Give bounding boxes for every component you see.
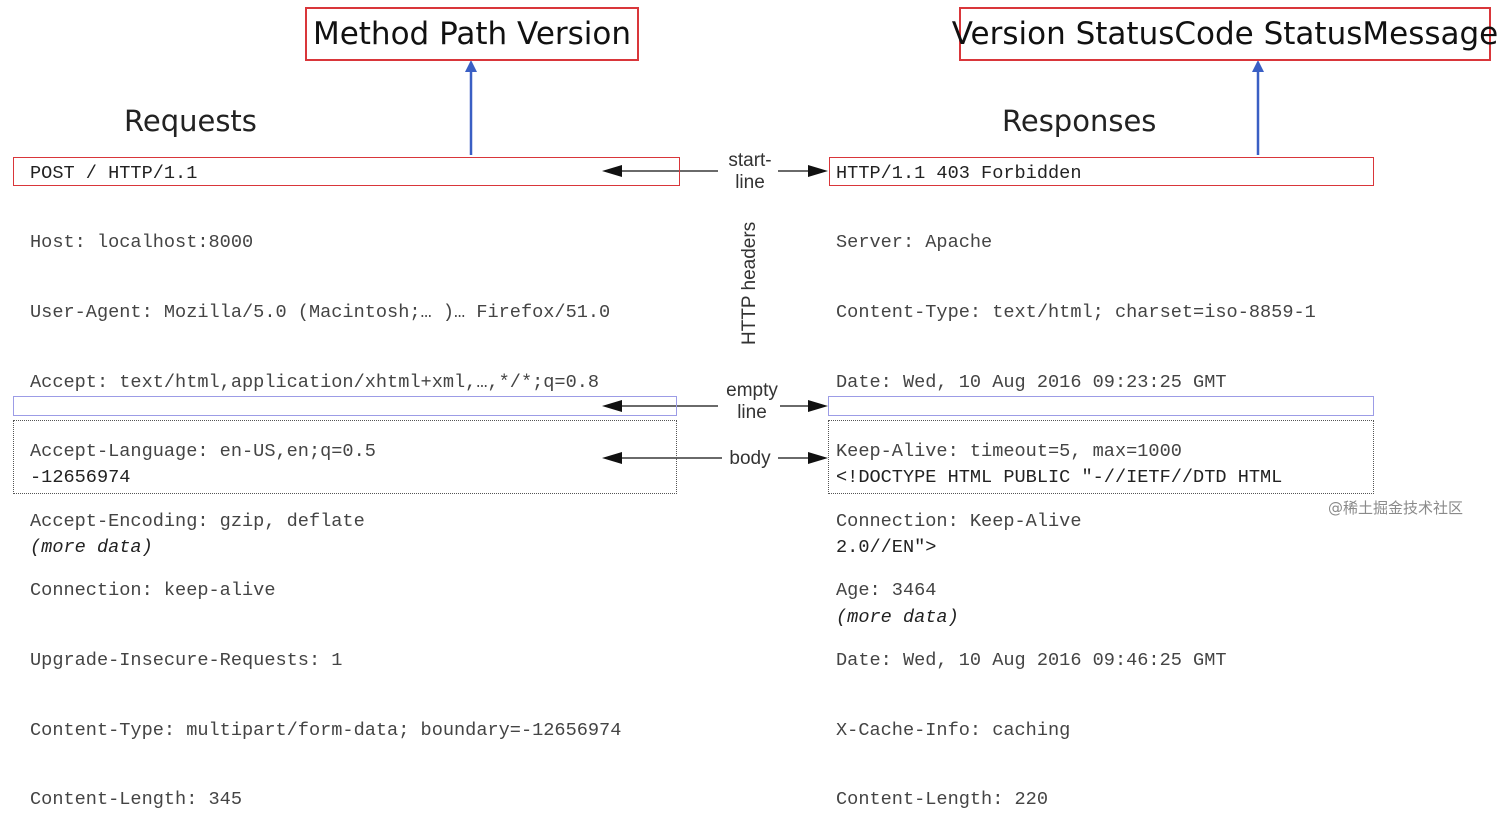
responses-heading: Responses bbox=[1002, 104, 1157, 138]
request-body-line: -12656974 bbox=[30, 467, 131, 489]
request-header-line: Accept-Encoding: gzip, deflate bbox=[30, 510, 365, 532]
request-header-line: User-Agent: Mozilla/5.0 (Macintosh;… )… … bbox=[30, 302, 611, 324]
response-empty-line-box bbox=[828, 396, 1374, 416]
start-line-label: start- line bbox=[712, 150, 788, 194]
response-body: <!DOCTYPE HTML PUBLIC "-//IETF//DTD HTML… bbox=[836, 420, 1282, 652]
response-header-line: Server: Apache bbox=[836, 232, 993, 254]
response-header-line: Content-Type: text/html; charset=iso-885… bbox=[836, 302, 1316, 324]
response-body-box bbox=[828, 420, 1374, 494]
request-body: -12656974 (more data) bbox=[30, 420, 153, 582]
response-start-line-fields-box: Version StatusCode StatusMessage bbox=[952, 7, 1498, 61]
request-body-more: (more data) bbox=[30, 537, 153, 559]
request-empty-line-box bbox=[13, 396, 677, 416]
start-line-label-2: line bbox=[735, 172, 765, 193]
response-header-line: Connection: Keep-Alive bbox=[836, 510, 1082, 532]
response-header-line: Date: Wed, 10 Aug 2016 09:23:25 GMT bbox=[836, 371, 1227, 393]
response-header-line: Keep-Alive: timeout=5, max=1000 bbox=[836, 441, 1182, 463]
request-header-line: Connection: keep-alive bbox=[30, 580, 276, 602]
request-header-line: Content-Length: 345 bbox=[30, 789, 243, 811]
request-header-line: Accept: text/html,application/xhtml+xml,… bbox=[30, 371, 600, 393]
response-body-more: (more data) bbox=[836, 606, 959, 628]
request-header-line: Host: localhost:8000 bbox=[30, 232, 254, 254]
connector-arrows bbox=[465, 60, 1264, 464]
request-start-line-fields-box: Method Path Version bbox=[305, 7, 639, 61]
response-start-line-fields-label: Version StatusCode StatusMessage bbox=[951, 16, 1499, 52]
response-body-line: 2.0//EN"> bbox=[836, 537, 937, 559]
request-header-line: Upgrade-Insecure-Requests: 1 bbox=[30, 650, 343, 672]
request-header-line: Content-Type: multipart/form-data; bound… bbox=[30, 719, 622, 741]
requests-heading: Requests bbox=[124, 104, 257, 138]
request-start-line: POST / HTTP/1.1 bbox=[30, 163, 198, 184]
response-start-line: HTTP/1.1 403 Forbidden bbox=[836, 163, 1082, 184]
response-body-line: <!DOCTYPE HTML PUBLIC "-//IETF//DTD HTML bbox=[836, 467, 1283, 489]
request-header-line: Accept-Language: en-US,en;q=0.5 bbox=[30, 441, 376, 463]
empty-line-label-1: empty bbox=[726, 380, 778, 401]
response-start-line-box bbox=[829, 157, 1374, 186]
empty-line-label: empty line bbox=[712, 380, 792, 424]
response-header-line: Content-Length: 220 bbox=[836, 789, 1049, 811]
empty-line-label-2: line bbox=[737, 402, 767, 423]
watermark: @稀土掘金技术社区 bbox=[1328, 499, 1464, 517]
response-header-line: X-Cache-Info: caching bbox=[836, 719, 1071, 741]
request-body-box bbox=[13, 420, 677, 494]
start-line-label-1: start- bbox=[728, 150, 772, 171]
request-start-line-fields-label: Method Path Version bbox=[312, 16, 632, 52]
http-headers-label: HTTP headers bbox=[739, 221, 760, 345]
body-label: body bbox=[729, 448, 771, 469]
response-header-line: Date: Wed, 10 Aug 2016 09:46:25 GMT bbox=[836, 650, 1227, 672]
request-start-line-box bbox=[13, 157, 680, 186]
